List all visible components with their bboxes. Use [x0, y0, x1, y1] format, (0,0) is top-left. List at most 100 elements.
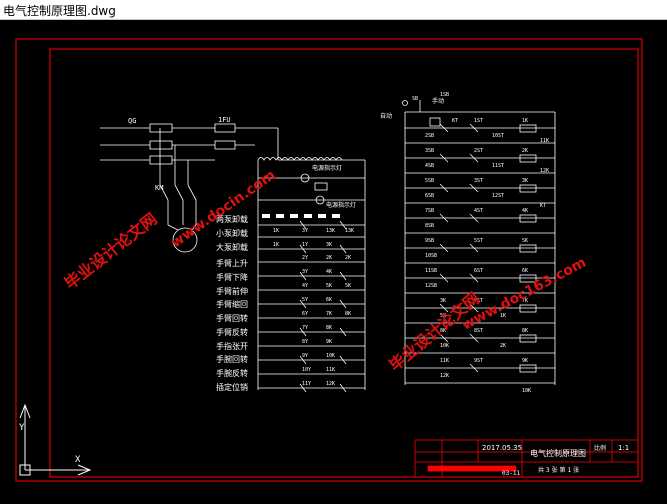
switch-label: 7ST — [474, 298, 483, 304]
contact-label: 1K — [500, 313, 506, 319]
relay-label: 11K — [540, 138, 549, 144]
branch-label: 小泵卸载 — [216, 228, 248, 238]
sb-contact-label: 9SB — [425, 238, 434, 244]
contact-label: 11Y — [302, 381, 311, 387]
contact-label: 3K — [440, 298, 446, 304]
sb-contact-label: 7SB — [425, 208, 434, 214]
watermark-text: 毕业设计论文网 — [61, 209, 161, 293]
contact-label: 5Y — [302, 297, 308, 303]
switch-label: 10ST — [492, 133, 504, 139]
watermark-site-2: www.doc163.com — [459, 255, 589, 334]
contact-label: 7Y — [302, 325, 308, 331]
switch-label: 9ST — [474, 358, 483, 364]
ucs-x-label: X — [75, 455, 81, 465]
contact-label: 5K — [345, 283, 351, 289]
relay-label: 12K — [540, 168, 549, 174]
contact-label: 7K — [326, 311, 332, 317]
relay-label: 7K — [522, 298, 528, 304]
lamp-label-1: 电源指示灯 — [312, 164, 342, 172]
contact-label: 10K — [326, 353, 335, 359]
title-scale: 1:1 — [618, 444, 629, 452]
sb-label: SB — [412, 96, 418, 102]
contact-label: 12K — [326, 381, 335, 387]
contact-label: 6K — [326, 297, 332, 303]
ucs-y-label: Y — [19, 423, 25, 433]
contact-label: 12K — [440, 373, 449, 379]
contact-label: 1K — [273, 242, 279, 248]
title-drawing-name: 电气控制原理图 — [530, 448, 586, 458]
switch-label: 4ST — [474, 208, 483, 214]
switch-label: 3ST — [474, 178, 483, 184]
title-sheet: 共 3 张 第 1 张 — [538, 466, 579, 474]
branch-label: 手臂前伸 — [216, 286, 248, 296]
branch-label: 手指张开 — [216, 341, 248, 351]
contact-label: 6Y — [302, 311, 308, 317]
switch-label: 5ST — [474, 238, 483, 244]
contact-label: 5K — [326, 283, 332, 289]
inner-frame — [49, 48, 639, 478]
contact-label: 8Y — [302, 339, 308, 345]
contact-label: 11K — [440, 358, 449, 364]
relay-label: 4K — [522, 208, 528, 214]
control-labels: 自动 手动 SB 1SB 1K 2K 3K 4K 5K 6K 7K 8K 9K … — [380, 92, 549, 394]
branch-label: 手臂回转 — [216, 313, 248, 323]
relay-label: 2K — [522, 148, 528, 154]
contact-label: 3K — [326, 242, 332, 248]
1sb-label: 1SB — [440, 92, 449, 98]
switch-label: KT — [540, 203, 546, 209]
contact-label: 5K — [440, 313, 446, 319]
contact-label: 13K — [326, 228, 335, 234]
sb-contact-label: 8SB — [425, 223, 434, 229]
contact-label: 9K — [326, 339, 332, 345]
sb-contact-label: 12SB — [425, 283, 437, 289]
branch-label: 插定位销 — [216, 382, 248, 392]
sb-contact-label: 2SB — [425, 133, 434, 139]
contact-label: 2K — [345, 255, 351, 261]
contact-label: 4Y — [302, 283, 308, 289]
contact-label: 8K — [345, 311, 351, 317]
branch-label: 手腕反转 — [216, 368, 248, 378]
title-scale-label: 比例 — [594, 444, 606, 452]
lamp-label-2: 电源指示灯 — [326, 201, 356, 209]
switch-label: 6ST — [474, 268, 483, 274]
watermark-site: www.docin.com — [168, 167, 279, 251]
sb-contact-label: 11SB — [425, 268, 437, 274]
branch-label: 手臂缩回 — [216, 299, 248, 309]
relay-label: 6K — [522, 268, 528, 274]
drawing-svg: QG 1FU KM 电源指示灯 电源指示灯 两泵卸载 小泵卸载 大泵卸载 手臂上… — [15, 38, 643, 482]
switch-label: 12ST — [492, 193, 504, 199]
control-circuit — [402, 100, 556, 385]
relay-label: 3K — [522, 178, 528, 184]
branch-label: 手腕回转 — [216, 354, 248, 364]
kt-contact-label: KT — [452, 118, 458, 124]
title-code: 03-11 — [502, 470, 520, 477]
sb-contact-label: 3SB — [425, 148, 434, 154]
contact-label: 2K — [326, 255, 332, 261]
branch-label: 手臂反转 — [216, 327, 248, 337]
relay-label: 5K — [522, 238, 528, 244]
motor-contactor-label: KM — [155, 184, 163, 192]
fuse-label: 1FU — [218, 116, 231, 124]
branch-label: 两泵卸载 — [216, 214, 248, 224]
drawing-canvas[interactable]: QG 1FU KM 电源指示灯 电源指示灯 两泵卸载 小泵卸载 大泵卸载 手臂上… — [0, 20, 667, 504]
auto-label: 自动 — [380, 112, 392, 120]
sb-contact-label: 4SB — [425, 163, 434, 169]
contact-label: 13K — [345, 228, 354, 234]
sb-contact-label: 5SB — [425, 178, 434, 184]
relay-label: 10K — [522, 388, 531, 394]
branch-label-list: 两泵卸载 小泵卸载 大泵卸载 手臂上升 手臂下降 手臂前伸 手臂缩回 手臂回转 … — [216, 214, 248, 392]
contact-label: 2K — [500, 343, 506, 349]
manual-label: 手动 — [432, 97, 444, 105]
window-titlebar: 电气控制原理图.dwg — [0, 0, 667, 20]
sb-contact-label: 10SB — [425, 253, 437, 259]
ucs-axis-icon — [19, 403, 92, 476]
switch-label: 11ST — [492, 163, 504, 169]
breaker-label: QG — [128, 117, 136, 125]
switch-label: 2ST — [474, 148, 483, 154]
main-circuit — [100, 123, 366, 393]
contact-label: 11K — [326, 367, 335, 373]
branch-label: 手臂下降 — [216, 272, 248, 282]
contact-label: 3Y — [302, 269, 308, 275]
contact-label: 1K — [273, 228, 279, 234]
outer-frame — [15, 38, 643, 482]
